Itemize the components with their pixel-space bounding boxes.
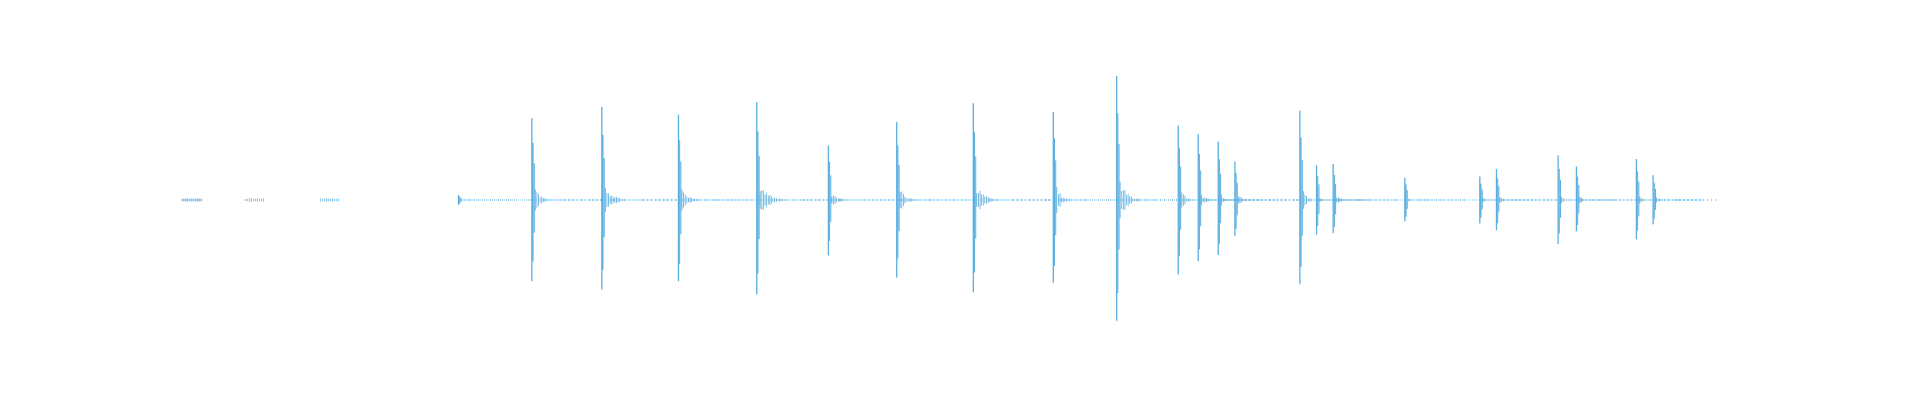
waveform-graph [181,76,1717,321]
